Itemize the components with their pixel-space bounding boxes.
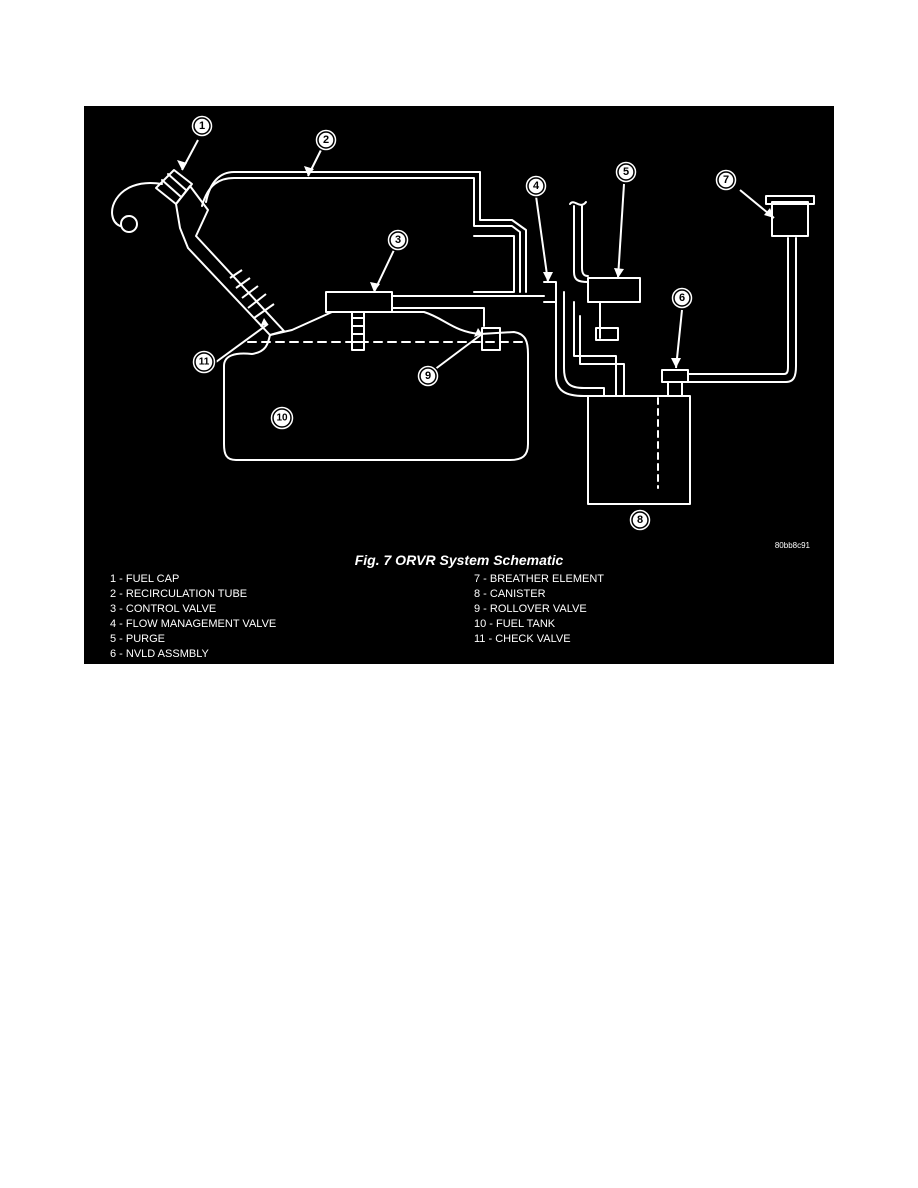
callout-5-label: 5 [623,166,629,178]
orvr-schematic-figure: 1 2 3 4 5 6 7 8 9 10 11 80bb8c91 Fig. 7 … [84,106,834,664]
legend-item: 11 - CHECK VALVE [474,633,571,645]
legend-item: 10 - FUEL TANK [474,618,556,630]
legend-item: 6 - NVLD ASSMBLY [110,648,209,660]
breather-tube [687,237,789,375]
callout-2-label: 2 [323,134,329,146]
callout-9-label: 9 [425,370,431,382]
schematic-drawing: 1 2 3 4 5 6 7 8 9 10 11 [111,114,815,532]
callout-11-label: 11 [199,357,210,368]
callout-1-label: 1 [199,120,205,132]
callout-7-label: 7 [723,174,729,186]
callout-8-label: 8 [637,514,643,526]
legend-right-column: 7 - BREATHER ELEMENT 8 - CANISTER 9 - RO… [474,572,604,647]
purge-solenoid [587,277,641,303]
recirculation-tube [201,177,521,293]
legend-left-column: 1 - FUEL CAP 2 - RECIRCULATION TUBE 3 - … [110,572,276,662]
control-valve [325,291,393,313]
filler-neck-hatching [229,269,275,319]
callout-3-label: 3 [395,234,401,246]
nvld-assembly [661,369,689,383]
fuel-cap-tether-ring [120,215,138,233]
filler-neck [175,185,285,336]
legend-item: 4 - FLOW MANAGEMENT VALVE [110,618,277,630]
control-chamber [473,235,515,293]
fuel-cap [155,169,193,205]
rollover-valve [481,327,501,351]
breather-element [771,201,809,237]
callout-6-label: 6 [679,292,685,304]
fuel-tank [223,311,529,461]
callout-10-label: 10 [276,413,288,424]
purge-filter [595,327,619,341]
legend-item: 3 - CONTROL VALVE [110,603,217,615]
legend-item: 2 - RECIRCULATION TUBE [110,588,248,600]
flow-management-valve [543,281,557,303]
legend-item: 7 - BREATHER ELEMENT [474,573,604,585]
canister [587,395,691,505]
legend-item: 9 - ROLLOVER VALVE [474,603,587,615]
fuel-cap-tether [111,181,163,227]
legend-item: 1 - FUEL CAP [110,573,180,585]
purge-line [573,205,589,283]
figure-code: 80bb8c91 [774,541,810,550]
callout-4-label: 4 [533,180,540,192]
figure-caption: Fig. 7 ORVR System Schematic [354,552,564,568]
legend-item: 8 - CANISTER [474,588,546,600]
legend-item: 5 - PURGE [110,633,166,645]
